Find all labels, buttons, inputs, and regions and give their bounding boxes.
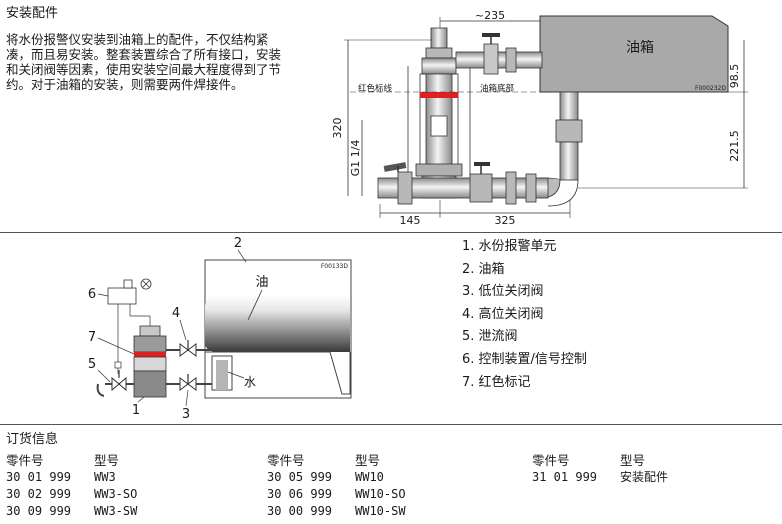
dim-right-upper: 98.5 xyxy=(728,64,741,89)
legend-item: 5. 泄流阀 xyxy=(462,329,518,345)
tank-bottom-label: 油箱底部 xyxy=(480,83,515,94)
water-label: 水 xyxy=(244,375,256,389)
divider-upper xyxy=(0,232,782,233)
callout-7: 7 xyxy=(88,330,96,345)
component-legend: 1. 水份报警单元 2. 油箱 3. 低位关闭阀 4. 高位关闭阀 5. 泄流阀… xyxy=(462,236,587,394)
part-no-header: 零件号 xyxy=(267,453,305,468)
thread-label: G1 1/4 xyxy=(349,140,362,177)
red-marker-line xyxy=(420,92,458,98)
oil-volume xyxy=(205,296,350,352)
part-no-header: 零件号 xyxy=(532,453,570,468)
dim-bottom-left: 145 xyxy=(400,214,421,227)
dim-top: ~235 xyxy=(475,9,505,22)
callout-4: 4 xyxy=(172,306,180,321)
oil-tank-shape xyxy=(539,15,729,93)
order-title: 订货信息 xyxy=(6,432,59,447)
callout-1: 1 xyxy=(132,403,140,418)
callout-6: 6 xyxy=(88,287,96,302)
divider-lower xyxy=(0,424,782,425)
intro-paragraph: 将水份报警仪安装到油箱上的配件，不仅结构紧凑，而且易安装。整套装置综合了所有接口… xyxy=(6,32,282,92)
legend-item: 6. 控制装置/信号控制 xyxy=(462,351,587,367)
legend-item: 7. 红色标记 xyxy=(462,374,531,390)
installation-schematic: F00133D 油 水 2 6 4 7 5 1 3 xyxy=(88,236,352,422)
callout-3: 3 xyxy=(182,407,190,422)
section-title: 安装配件 xyxy=(6,6,59,21)
oil-label: 油 xyxy=(255,275,268,290)
part-no-header: 零件号 xyxy=(6,453,44,468)
legend-item: 3. 低位关闭阀 xyxy=(462,284,544,300)
callout-5: 5 xyxy=(88,357,96,372)
legend-item: 2. 油箱 xyxy=(462,261,505,277)
callout-2: 2 xyxy=(234,236,242,251)
type-header: 型号 xyxy=(355,453,381,468)
legend-item: 4. 高位关闭阀 xyxy=(462,306,544,322)
fig2-code: F00133D xyxy=(321,263,349,270)
type-header: 型号 xyxy=(94,453,120,468)
installation-dimension-drawing: 油箱 F000232D ~235 红色标线 油箱底部 320 G1 1/4 xyxy=(331,9,748,227)
dim-right-lower: 221.5 xyxy=(728,130,741,162)
dim-height: 320 xyxy=(331,118,344,139)
type-header: 型号 xyxy=(620,453,646,468)
figure-code: F000232D xyxy=(695,85,726,92)
red-mark-label: 红色标线 xyxy=(358,83,393,94)
tank-label: 油箱 xyxy=(626,40,654,56)
dim-bottom-right: 325 xyxy=(495,214,516,227)
legend-item: 1. 水份报警单元 xyxy=(462,239,557,254)
